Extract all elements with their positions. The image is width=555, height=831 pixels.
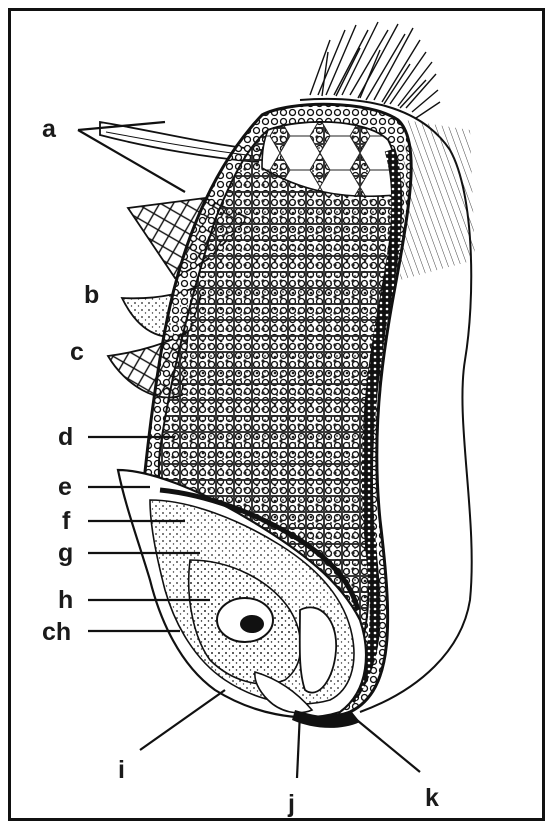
label-d: d	[58, 423, 73, 451]
leader-k	[352, 716, 420, 772]
leader-i	[140, 690, 225, 750]
embryo-core	[240, 615, 264, 633]
label-ch: ch	[42, 618, 71, 646]
label-g: g	[58, 539, 73, 567]
label-a: a	[42, 115, 57, 143]
label-j: j	[287, 790, 295, 818]
label-k: k	[425, 784, 439, 812]
label-b: b	[84, 281, 99, 309]
label-h: h	[58, 586, 73, 614]
label-f: f	[62, 507, 71, 535]
pericarp-fibers	[400, 120, 475, 280]
label-c: c	[70, 338, 84, 366]
label-e: e	[58, 473, 72, 501]
label-i: i	[118, 756, 125, 784]
